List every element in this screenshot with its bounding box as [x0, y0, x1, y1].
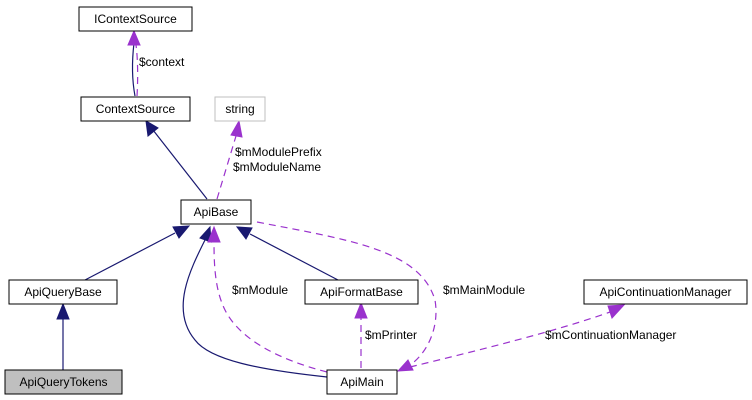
node-apiformatbase[interactable]: ApiFormatBase [304, 279, 419, 305]
edge-label-main-module: $mMainModule [443, 283, 525, 297]
arrowhead-usage [207, 225, 221, 243]
node-label: ApiQueryTokens [19, 375, 107, 389]
node-label: ContextSource [96, 102, 176, 116]
node-apicontinuationmanager[interactable]: ApiContinuationManager [583, 279, 748, 305]
node-apibase[interactable]: ApiBase [180, 199, 252, 225]
arrowhead-inherit [145, 120, 159, 137]
edge-mmainmodule-usage [256, 221, 437, 366]
node-contextsource[interactable]: ContextSource [80, 96, 191, 122]
arrowhead-usage [607, 304, 626, 319]
node-icontextsource[interactable]: IContextSource [78, 6, 193, 32]
edge-apibase-string [216, 135, 237, 200]
node-label: ApiContinuationManager [599, 285, 731, 299]
edge-label-module-name: $mModuleName [233, 160, 321, 174]
edge-label-module-prefix: $mModulePrefix [235, 145, 322, 159]
edge-label-context: $context [139, 55, 185, 69]
node-apimain[interactable]: ApiMain [326, 369, 398, 395]
arrowhead-inherit [172, 225, 191, 239]
edge-mcontinuationmanager-usage [409, 311, 611, 368]
edge-apiformatbase-apibase [249, 233, 339, 281]
node-label: ApiQueryBase [24, 285, 102, 299]
edge-label-printer: $mPrinter [365, 328, 417, 342]
edge-mmodule-usage [213, 241, 328, 373]
arrowhead-usage [396, 359, 414, 372]
node-label: string [225, 102, 254, 116]
edge-contextsource-icontextsource-inherit [132, 42, 136, 97]
edge-context-usage [135, 44, 139, 97]
node-apiquerytokens[interactable]: ApiQueryTokens [4, 369, 123, 395]
edge-label-module: $mModule [232, 283, 288, 297]
node-label: IContextSource [94, 12, 177, 26]
arrowhead-inherit [127, 29, 141, 46]
node-label: ApiMain [340, 375, 383, 389]
arrowhead-usage [230, 119, 243, 138]
edge-label-continuation-manager: $mContinuationManager [545, 328, 676, 342]
arrowhead-inherit [235, 226, 253, 240]
node-apiquerybase[interactable]: ApiQueryBase [8, 279, 118, 305]
arrowhead-usage [354, 301, 368, 319]
edge-apimain-apibase-inherit [182, 239, 328, 378]
node-label: ApiFormatBase [320, 285, 403, 299]
node-label: ApiBase [194, 205, 239, 219]
edge-apibase-contextsource [152, 129, 208, 200]
arrowhead-inherit [56, 302, 70, 320]
node-string[interactable]: string [214, 96, 266, 122]
edge-apiquerybase-apibase [84, 232, 176, 281]
